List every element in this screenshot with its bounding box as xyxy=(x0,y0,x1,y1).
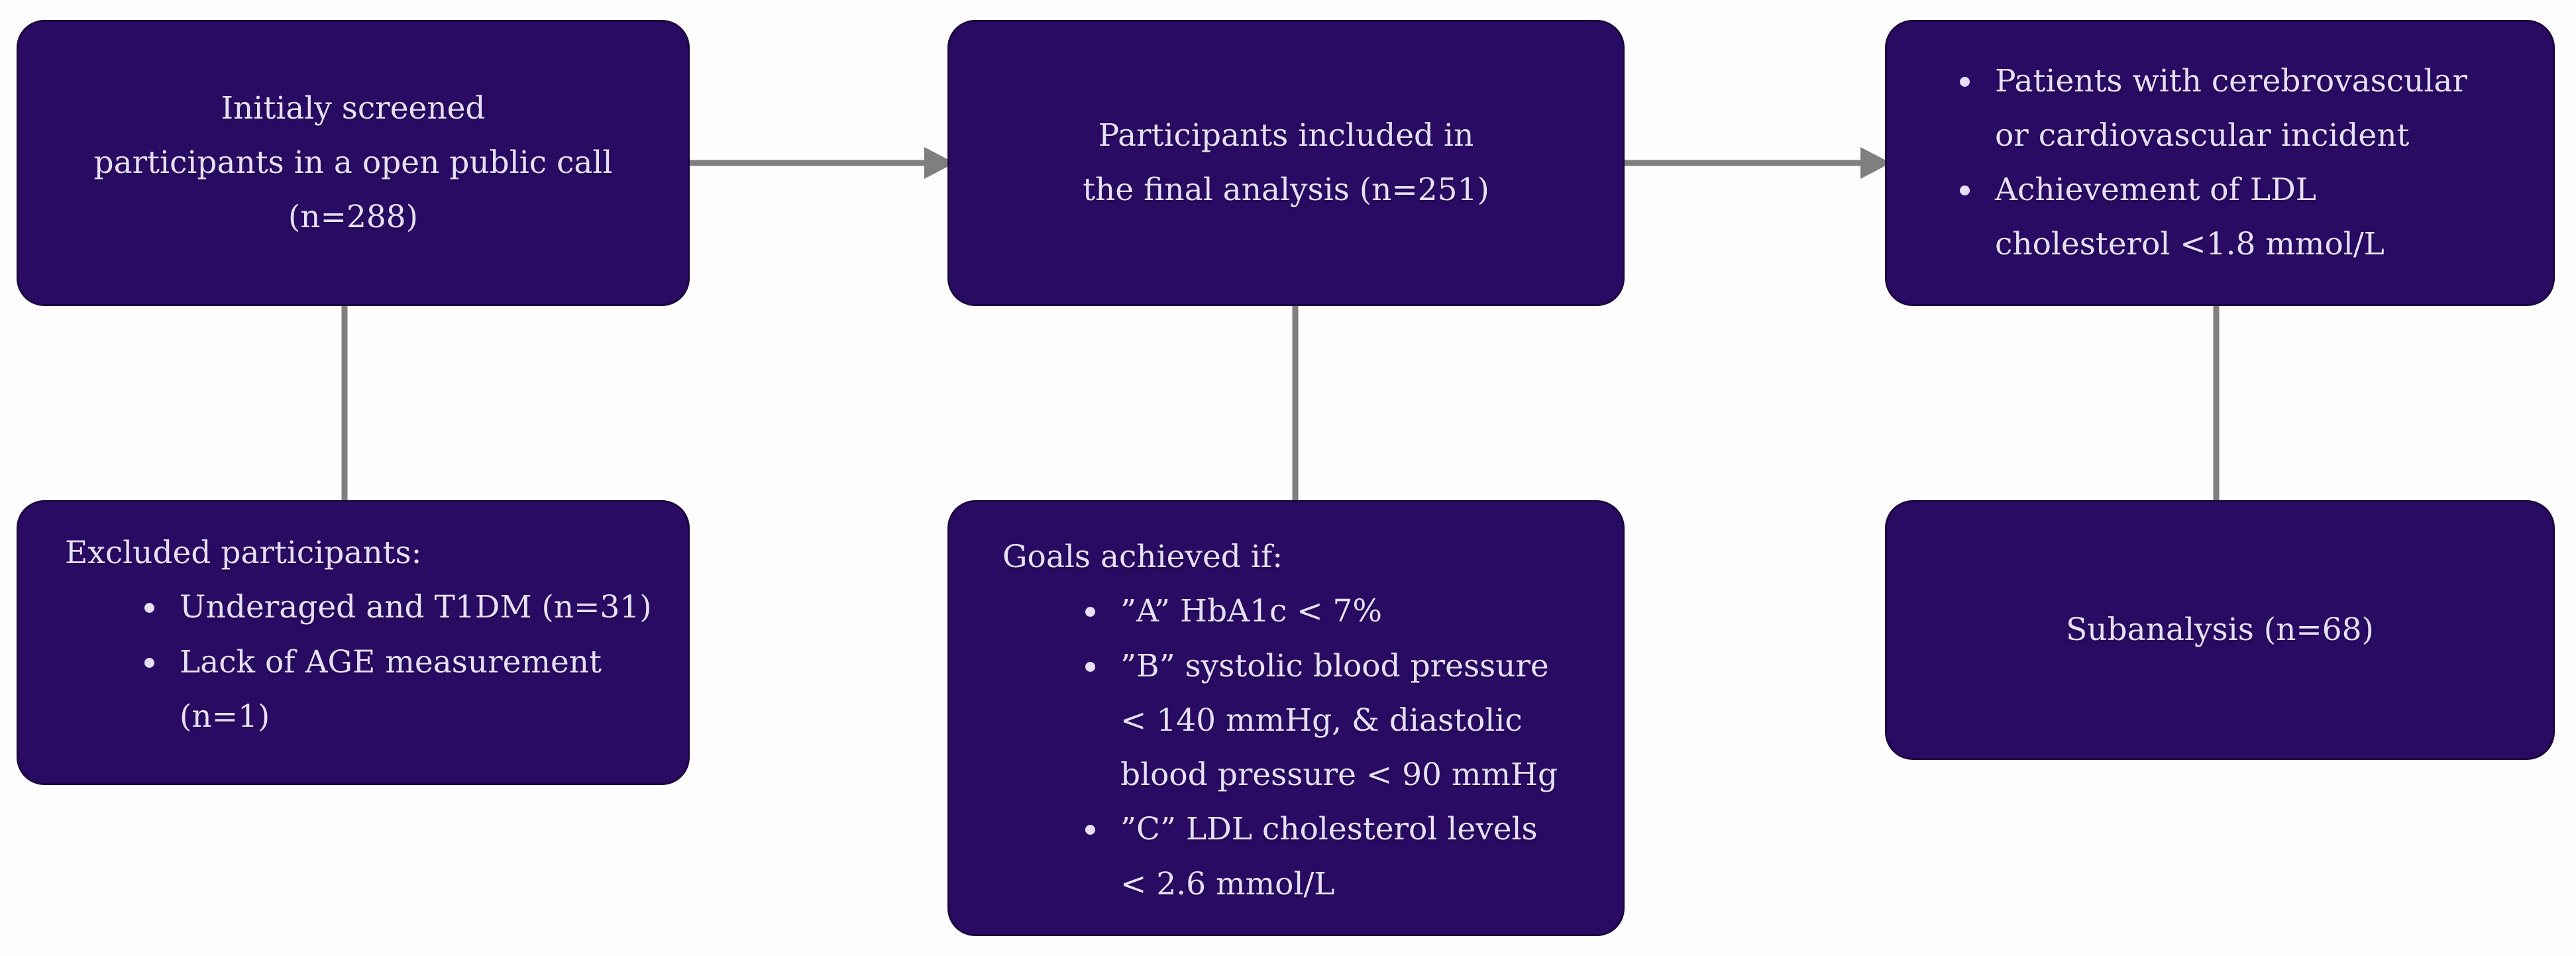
goals-heading: Goals achieved if: xyxy=(1002,539,1283,575)
bullet-icon xyxy=(1960,76,1970,87)
excluded-bullet-list: Underaged and T1DM (n=31) Lack of AGE me… xyxy=(144,580,661,744)
arrowhead-icon xyxy=(924,147,955,179)
bullet-icon xyxy=(1960,186,1970,195)
box-subanalysis: Subanalysis (n=68) xyxy=(1885,500,2555,760)
goals-item-text: ”B” systolic blood pressure < 140 mmHg, … xyxy=(1120,647,1558,794)
arrowhead-icon xyxy=(1860,147,1891,179)
bullet-icon xyxy=(1085,607,1095,617)
goals-bullet-list: ”A” HbA1c < 7% ”B” systolic blood pressu… xyxy=(1085,584,1603,912)
excluded-item-text: Lack of AGE measurement (n=1) xyxy=(180,643,602,735)
box-goals-achieved: Goals achieved if: ”A” HbA1c < 7% ”B” sy… xyxy=(947,500,1625,936)
box-initially-screened-text: Initialy screened participants in a open… xyxy=(93,89,613,236)
bullet-icon xyxy=(1085,825,1095,835)
bullet-icon xyxy=(144,657,154,668)
list-item: Underaged and T1DM (n=31) xyxy=(144,580,661,635)
goals-item-text: ”A” HbA1c < 7% xyxy=(1120,593,1383,630)
list-item: Achievement of LDL cholesterol <1.8 mmol… xyxy=(1960,163,2533,272)
goals-item-text: ”C” LDL cholesterol levels < 2.6 mmol/L xyxy=(1120,811,1538,902)
list-item: ”B” systolic blood pressure < 140 mmHg, … xyxy=(1085,639,1603,803)
box-excluded-participants: Excluded participants: Underaged and T1D… xyxy=(17,500,690,785)
criteria-item-text: Patients with cerebrovascular or cardiov… xyxy=(1995,62,2467,154)
box-subanalysis-criteria: Patients with cerebrovascular or cardiov… xyxy=(1885,20,2555,306)
excluded-heading: Excluded participants: xyxy=(65,535,422,571)
arrow-final-to-criteria xyxy=(1625,147,1891,179)
criteria-item-text: Achievement of LDL cholesterol <1.8 mmol… xyxy=(1995,172,2385,263)
box-subanalysis-text: Subanalysis (n=68) xyxy=(2066,611,2374,648)
list-item: Patients with cerebrovascular or cardiov… xyxy=(1960,54,2533,164)
bullet-icon xyxy=(1085,661,1095,672)
list-item: ”C” LDL cholesterol levels < 2.6 mmol/L xyxy=(1085,802,1603,912)
list-item: ”A” HbA1c < 7% xyxy=(1085,584,1603,639)
arrow-screened-to-final xyxy=(690,147,955,179)
bullet-icon xyxy=(144,603,154,613)
box-final-analysis: Participants included in the final analy… xyxy=(947,20,1625,306)
excluded-item-text: Underaged and T1DM (n=31) xyxy=(180,589,652,626)
criteria-bullet-list: Patients with cerebrovascular or cardiov… xyxy=(1960,54,2533,272)
box-final-analysis-text: Participants included in the final analy… xyxy=(1083,117,1489,208)
list-item: Lack of AGE measurement (n=1) xyxy=(144,635,661,745)
box-initially-screened: Initialy screened participants in a open… xyxy=(17,20,690,306)
